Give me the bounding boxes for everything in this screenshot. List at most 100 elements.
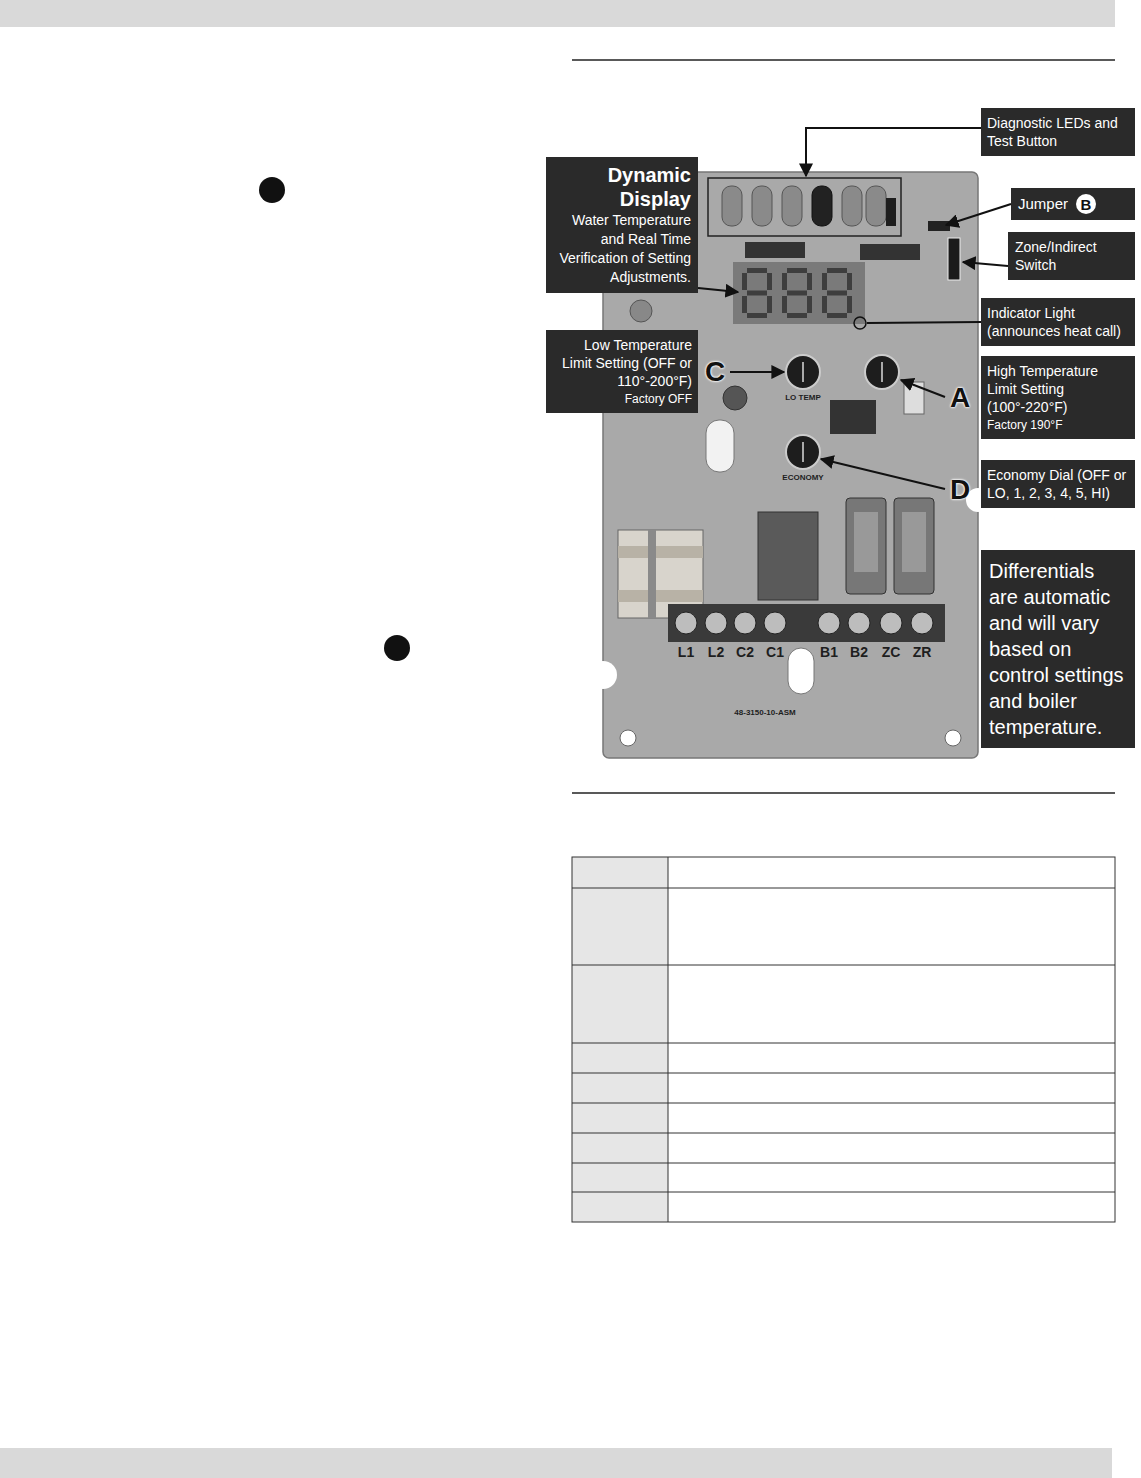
mounting-hole (945, 730, 961, 746)
table-line (572, 1103, 1115, 1104)
knob-slot (802, 442, 804, 462)
terminal-screw (880, 612, 902, 634)
led (866, 186, 886, 226)
indicator-ring (854, 317, 866, 329)
transformer-band (618, 546, 703, 558)
terminal-label: B1 (820, 644, 838, 660)
relay-window (902, 512, 926, 572)
terminal-screw (734, 612, 756, 634)
mounting-hole (620, 730, 636, 746)
header-bar (0, 0, 1115, 27)
footer-bar (0, 1448, 1112, 1478)
leader-line (698, 288, 738, 292)
led (722, 186, 742, 226)
callout-letter: D (950, 474, 970, 506)
chip (745, 242, 805, 258)
zone-switch (948, 238, 960, 280)
chip (830, 400, 876, 434)
terminal-screw (818, 612, 840, 634)
leader-line (963, 262, 1008, 266)
table-line (572, 888, 1115, 889)
terminal-label: B2 (850, 644, 868, 660)
terminal-label: ZR (913, 644, 932, 660)
leader-lines (698, 128, 1011, 489)
callout-subtext: Factory 190°F (987, 417, 1129, 434)
terminal-screw (848, 612, 870, 634)
jumper-pins (928, 221, 950, 231)
table-line (572, 1133, 1115, 1134)
terminal-screws (675, 612, 933, 634)
transformer-core (648, 530, 656, 618)
note-box: Differentials are automatic and will var… (981, 550, 1135, 748)
callout-text: Jumper (1018, 194, 1068, 214)
callout-text: Indicator Light (announces heat call) (987, 304, 1129, 340)
leader-line (901, 380, 945, 397)
callout-letter: B (1076, 194, 1096, 214)
knob-slot (802, 362, 804, 382)
callout-box: Zone/Indirect Switch (1008, 232, 1135, 280)
relay (846, 498, 886, 594)
terminal-screw (764, 612, 786, 634)
transformer-band (618, 590, 703, 602)
knob-slot (881, 362, 883, 382)
callout-letter: C (705, 356, 725, 388)
terminal-screw (675, 612, 697, 634)
callout-box: Low Temperature Limit Setting (OFF or 11… (546, 330, 698, 413)
board-slot (706, 420, 734, 472)
high-temp-knob (865, 355, 899, 389)
table-border (572, 857, 1115, 1222)
seven-segment-display (733, 262, 865, 324)
board-slot (788, 648, 814, 694)
low-temp-knob (786, 355, 820, 389)
led (842, 186, 862, 226)
callout-text: Zone/Indirect Switch (1015, 238, 1128, 274)
leader-line (730, 371, 784, 373)
terminal-block (668, 604, 945, 642)
callout-box: Jumper B (1011, 188, 1135, 220)
led (812, 186, 832, 226)
table-column (572, 857, 668, 1222)
callout-box: Economy Dial (OFF or LO, 1, 2, 3, 4, 5, … (981, 460, 1135, 508)
callout-text: High Temperature Limit Setting (100°-220… (987, 362, 1129, 417)
leader-line (821, 459, 945, 489)
leader-line (806, 128, 981, 176)
board-marking: 48-3150-10-ASM (734, 708, 795, 717)
terminal-label: C1 (766, 644, 784, 660)
chip (860, 244, 920, 260)
bullet-dot (259, 177, 285, 203)
led-bracket (708, 178, 901, 236)
led (752, 186, 772, 226)
callout-box: Diagnostic LEDs and Test Button (981, 108, 1135, 156)
display-digit (822, 268, 852, 318)
callout-text: Differentials are automatic and will var… (989, 558, 1127, 740)
terminal-screw (705, 612, 727, 634)
economy-knob (786, 435, 820, 469)
callout-letter: A (950, 382, 970, 414)
terminal-label: C2 (736, 644, 754, 660)
callout-box: Dynamic DisplayWater Temperature and Rea… (546, 157, 698, 293)
callout-subtext: Water Temperature and Real Time Verifica… (553, 211, 691, 287)
led (782, 186, 802, 226)
table-line (572, 1073, 1115, 1074)
relay-window (854, 512, 878, 572)
terminal-label: ZC (882, 644, 901, 660)
bullet-dot (384, 635, 410, 661)
terminal-screw (911, 612, 933, 634)
callout-text: Dynamic Display (553, 163, 691, 211)
terminal-label: L2 (708, 644, 724, 660)
table-line (572, 1043, 1115, 1044)
display-digit (742, 268, 772, 318)
callout-text: Low Temperature Limit Setting (OFF or 11… (552, 336, 692, 391)
callout-text: Diagnostic LEDs and Test Button (987, 114, 1129, 150)
rule-line (572, 792, 1115, 794)
callout-box: Indicator Light (announces heat call) (981, 298, 1135, 346)
settings-table (572, 857, 1115, 1222)
callout-box: High Temperature Limit Setting (100°-220… (981, 356, 1135, 439)
display-digit (782, 268, 812, 318)
leader-line (946, 204, 1011, 225)
board-notch (589, 661, 617, 689)
terminal-label: L1 (678, 644, 694, 660)
callout-subtext: Factory OFF (552, 391, 692, 408)
potentiometer (630, 300, 652, 322)
